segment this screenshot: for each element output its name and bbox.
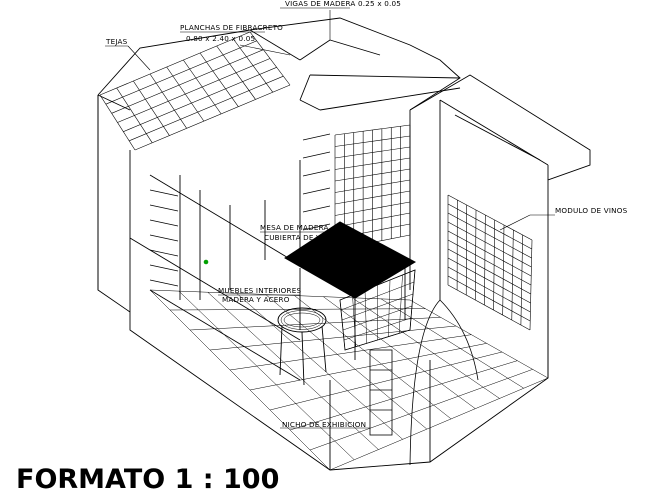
wine-cell-line: [448, 204, 532, 249]
label-tejas: TEJAS: [105, 37, 128, 46]
scale-title: FORMATO 1 : 100: [16, 464, 279, 495]
label-nicho: NICHO DE EXHIBICION: [282, 420, 366, 429]
roof-tile-line: [129, 76, 283, 141]
shelf-line: [150, 235, 178, 241]
floor-tile-line: [381, 299, 524, 388]
leader-lines: [105, 8, 555, 428]
rack-stand-line: [340, 300, 345, 350]
floor-tile-line: [270, 352, 502, 410]
floor-tile-line: [310, 369, 533, 450]
roof-tiles: [100, 32, 290, 150]
label-mesa-2: CUBIERTA DE VIDRIO: [264, 233, 343, 242]
shelf-line: [303, 170, 330, 176]
shelf-line: [150, 205, 178, 211]
rack-stand-line: [388, 280, 390, 337]
floor-tile-grid: [150, 290, 548, 470]
rack-stand-line: [410, 270, 415, 330]
rack-stand-line: [399, 275, 402, 333]
floor-outline: [98, 95, 548, 470]
shelf-line: [150, 280, 178, 286]
shelf-line: [303, 188, 330, 194]
label-modulo-vinos: MODULO DE VINOS: [555, 206, 628, 215]
label-muebles-2: MADERA Y ACERO: [222, 295, 290, 304]
floor-tile-line: [179, 291, 354, 460]
floor-tile-line: [190, 317, 441, 330]
shelf-line: [150, 265, 178, 271]
floor-tile-line: [210, 326, 456, 350]
shelf-line: [303, 134, 330, 140]
stool: [278, 308, 326, 385]
label-muebles-1: MUEBLES INTERIORES: [218, 286, 301, 295]
floor-tile-line: [410, 300, 548, 378]
floor-tile-line: [170, 309, 425, 310]
shelf-line: [303, 206, 330, 212]
label-vigas: VIGAS DE MADERA 0.25 x 0.05: [285, 0, 401, 8]
shelf-line: [303, 152, 330, 158]
wine-cell-line: [448, 231, 531, 276]
label-mesa-1: MESA DE MADERA: [260, 223, 329, 232]
right-wall: [410, 75, 590, 378]
exhibition-niche: [370, 300, 478, 465]
roof-tile-line: [118, 59, 271, 123]
roof-tile-line: [112, 50, 264, 114]
wine-cell-line: [448, 213, 532, 258]
shelf-line: [150, 220, 178, 226]
wine-module-grid: [448, 195, 532, 330]
roof-tile-line: [106, 41, 257, 104]
roof-tile-line: [123, 67, 276, 131]
wine-cell-line: [448, 276, 530, 321]
label-planchas-2: 0.80 x 2.40 x 0.05: [186, 34, 255, 43]
wine-cell-line: [448, 240, 531, 285]
label-planchas-1: PLANCHAS DE FIBRACRETO: [180, 23, 283, 32]
wine-cell-line: [448, 195, 532, 240]
rack-stand-line: [365, 290, 367, 343]
wine-cell-line: [448, 249, 531, 294]
wine-cell-line: [448, 258, 531, 303]
roof-tile-line: [135, 85, 290, 150]
shelf-line: [150, 190, 178, 196]
wine-cell-line: [448, 267, 530, 312]
wine-cell-line: [448, 222, 531, 267]
floor-tile-line: [323, 297, 475, 409]
floor-tile-line: [250, 343, 487, 390]
wine-cell-line: [448, 285, 530, 330]
floor-tile-line: [352, 298, 499, 399]
